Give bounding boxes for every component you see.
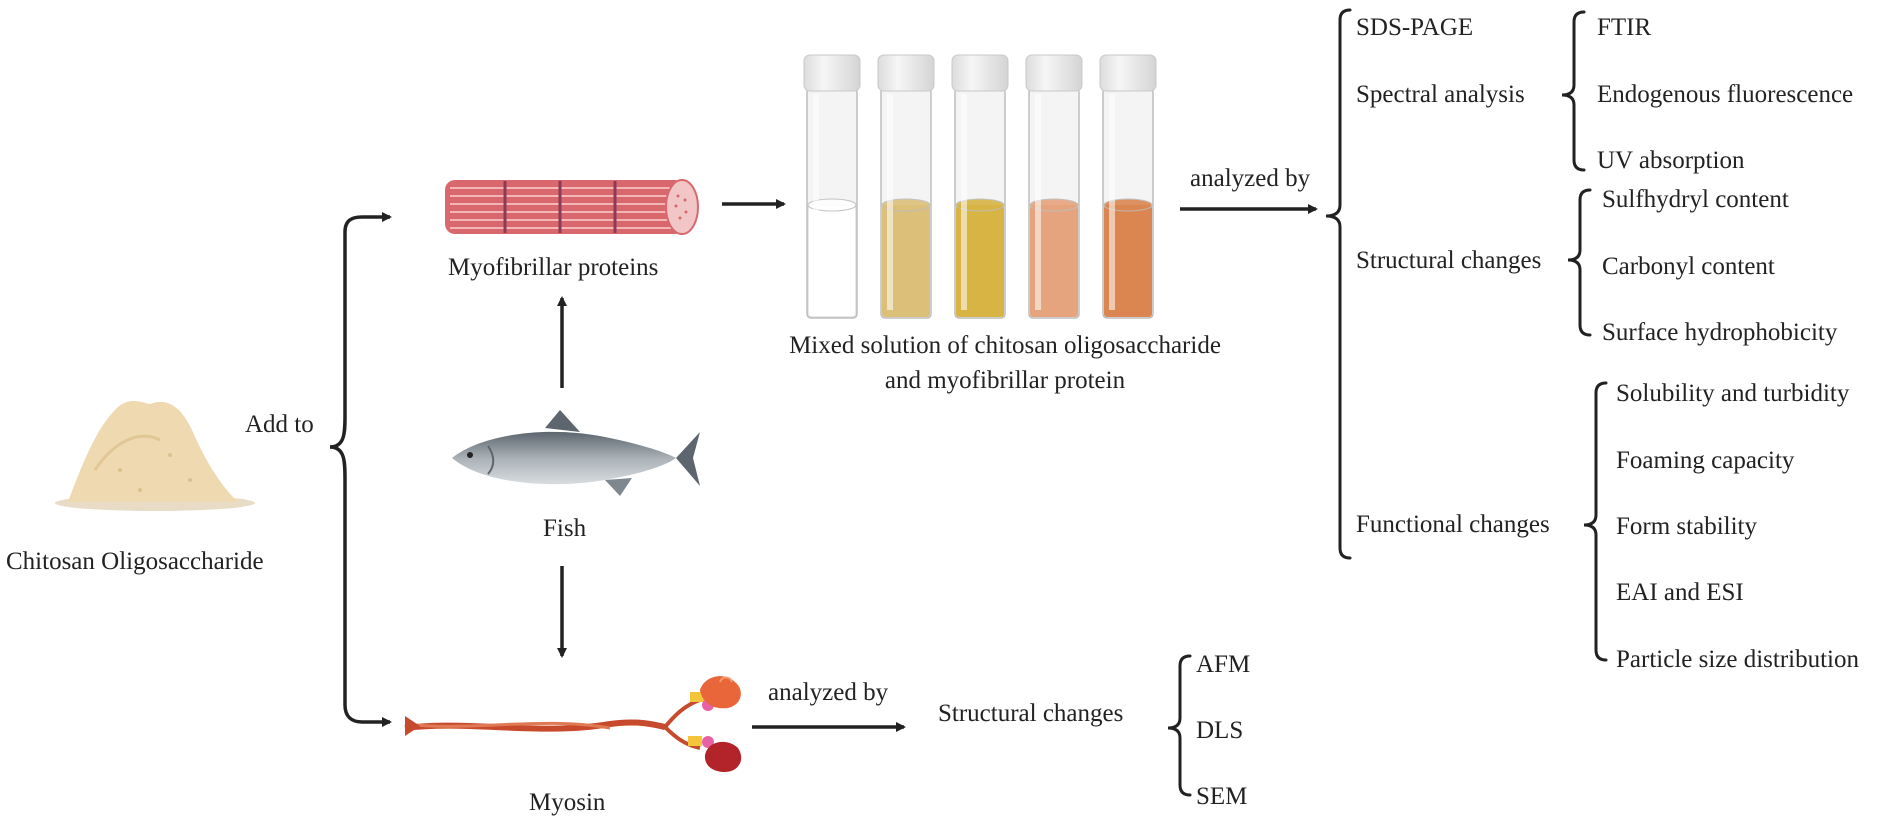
structural-changes-top-label: Structural changes (1356, 247, 1542, 274)
brace-analysis-main (1325, 8, 1352, 560)
test-tube (1099, 54, 1157, 319)
test-tube (803, 54, 861, 319)
test-tube (951, 54, 1009, 319)
brace-functional (1583, 381, 1608, 662)
tube-liquid (1030, 205, 1078, 317)
myosin-icon (404, 676, 742, 772)
functional-item: EAI and ESI (1616, 579, 1744, 606)
structural-item: Carbonyl content (1602, 253, 1775, 280)
fish-label: Fish (543, 515, 587, 542)
test-tube (1025, 54, 1083, 319)
test-tube-group (803, 54, 1157, 319)
chitosan-powder-icon (55, 401, 255, 511)
bottom-analysis-item: DLS (1196, 717, 1244, 744)
analyzed-by-top-label: analyzed by (1190, 165, 1311, 192)
brace-structural-top (1567, 188, 1592, 337)
bottom-analysis-item: SEM (1196, 783, 1248, 810)
structural-item: Sulfhydryl content (1602, 186, 1789, 213)
tube-liquid (956, 205, 1004, 317)
myofibril-icon (445, 179, 699, 235)
myofibrillar-label: Myofibrillar proteins (448, 254, 659, 281)
add-to-connector (248, 212, 392, 727)
spectral-item: UV absorption (1597, 147, 1745, 174)
add-to-label: Add to (245, 411, 314, 438)
tube-liquid (882, 205, 930, 317)
mixture-caption-line2: and myofibrillar protein (884, 367, 1126, 394)
brace-spectral (1561, 10, 1586, 172)
tube-liquid (1104, 205, 1152, 317)
structural-item: Surface hydrophobicity (1602, 319, 1838, 346)
functional-item: Form stability (1616, 513, 1757, 540)
functional-item: Particle size distribution (1616, 646, 1860, 673)
chitosan-label: Chitosan Oligosaccharide (6, 548, 264, 575)
functional-item: Solubility and turbidity (1616, 380, 1850, 407)
brace-structural-bottom (1167, 654, 1192, 797)
fish-icon (452, 410, 700, 496)
myosin-label: Myosin (529, 789, 606, 816)
spectral-analysis-label: Spectral analysis (1356, 81, 1525, 108)
structural-changes-bottom-label: Structural changes (938, 700, 1124, 727)
test-tube (877, 54, 935, 319)
mixture-caption-line1: Mixed solution of chitosan oligosacchari… (789, 332, 1221, 359)
spectral-item: Endogenous fluorescence (1597, 81, 1854, 108)
functional-item: Foaming capacity (1616, 447, 1795, 474)
functional-changes-label: Functional changes (1356, 511, 1550, 538)
bottom-analysis-item: AFM (1196, 651, 1251, 678)
analyzed-by-bottom-label: analyzed by (768, 679, 889, 706)
sds-page-label: SDS-PAGE (1356, 14, 1474, 41)
spectral-item: FTIR (1597, 14, 1652, 41)
